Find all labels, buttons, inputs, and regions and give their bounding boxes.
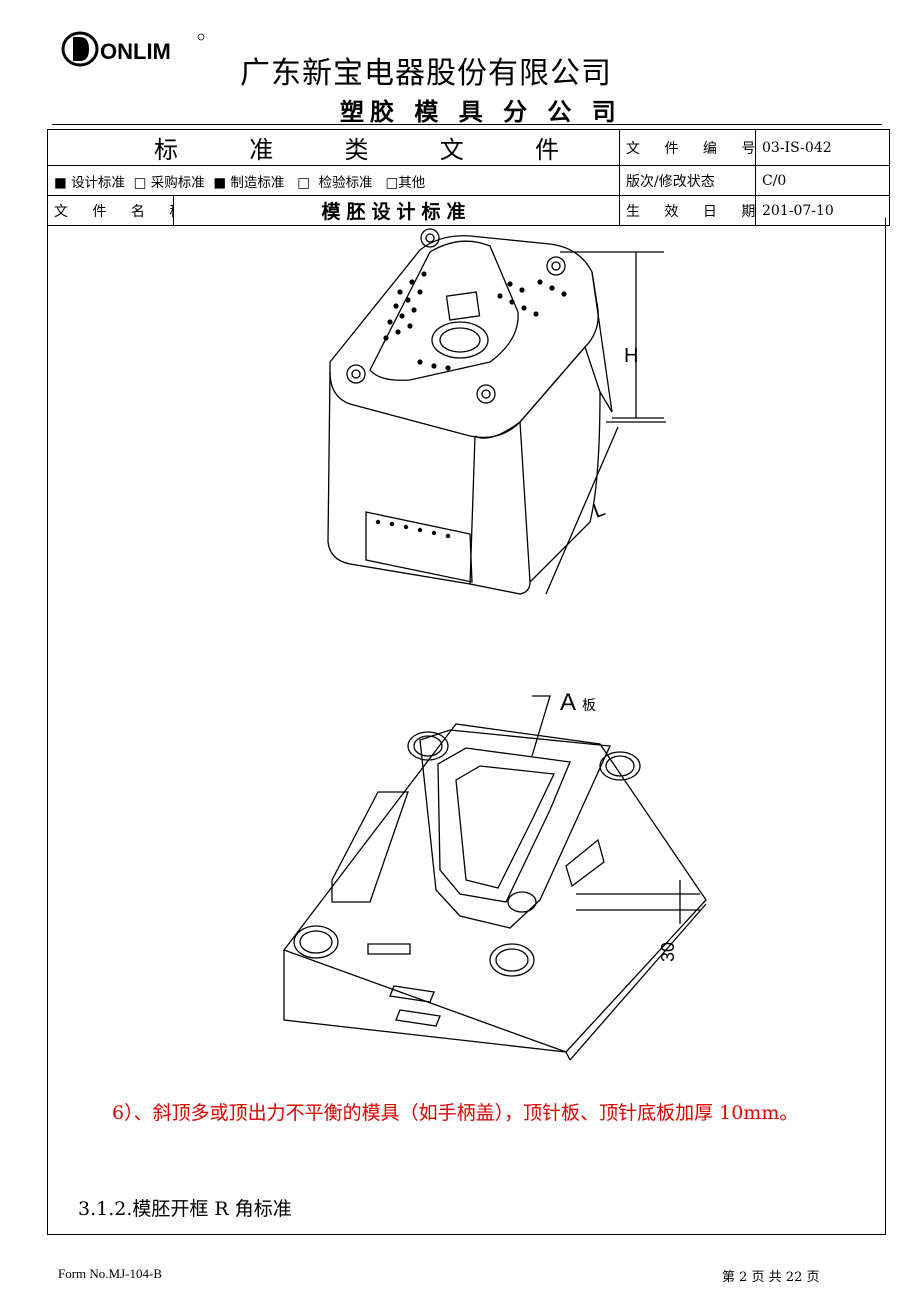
- svg-text:ONLIM: ONLIM: [100, 39, 171, 64]
- category-other: □其他: [385, 174, 426, 191]
- effective-date-value: 201-07-10: [755, 195, 890, 226]
- dimension-30-label: 30: [658, 942, 678, 962]
- file-name-label: 文 件 名 称: [47, 195, 174, 226]
- document-info-table: 标 准 类 文 件 文 件 编 号 03-IS-042 ■ 设计标准 □ 采购标…: [47, 129, 890, 226]
- document-type-title: 标 准 类 文 件: [47, 129, 620, 166]
- dimension-h-label: H: [624, 345, 638, 367]
- plate-a-suffix: 板: [582, 698, 596, 714]
- page-number: 第 2 页 共 22 页: [722, 1270, 820, 1285]
- doc-number-label: 文 件 编 号: [619, 129, 756, 166]
- dimension-l-label: L: [590, 498, 608, 522]
- revision-label: 版次/修改状态: [619, 165, 756, 196]
- file-name-value: 模胚设计标准: [173, 195, 620, 226]
- category-inspection: □ 检验标准: [297, 174, 373, 191]
- company-name: 广东新宝电器股份有限公司: [240, 56, 612, 91]
- document-body-frame: [47, 218, 886, 1235]
- mold-a-plate-drawing: A 板 30: [282, 689, 707, 1060]
- category-purchase: □ 采购标准: [133, 174, 205, 191]
- category-manufacture: ■ 制造标准: [213, 174, 285, 191]
- plate-a-label: A: [560, 689, 576, 716]
- category-checkboxes: ■ 设计标准 □ 采购标准 ■ 制造标准 □ 检验标准 □其他: [47, 165, 620, 196]
- doc-number-value: 03-IS-042: [755, 129, 890, 166]
- division-name: 塑胶 模 具 分 公 司: [340, 97, 622, 126]
- header-rule: [52, 124, 882, 125]
- section-heading: 3.1.2.模胚开框 R 角标准: [78, 1198, 292, 1220]
- form-number: Form No.MJ-104-B: [58, 1266, 163, 1281]
- revision-value: C/0: [755, 165, 890, 196]
- product-isometric-drawing: H L: [327, 228, 666, 595]
- donlim-logo: ONLIM: [61, 31, 205, 67]
- red-note-thicken-plates: 6）、斜顶多或顶出力不平衡的模具（如手柄盖），顶针板、顶针底板加厚 10mm。: [112, 1102, 799, 1124]
- category-design: ■ 设计标准: [54, 174, 126, 191]
